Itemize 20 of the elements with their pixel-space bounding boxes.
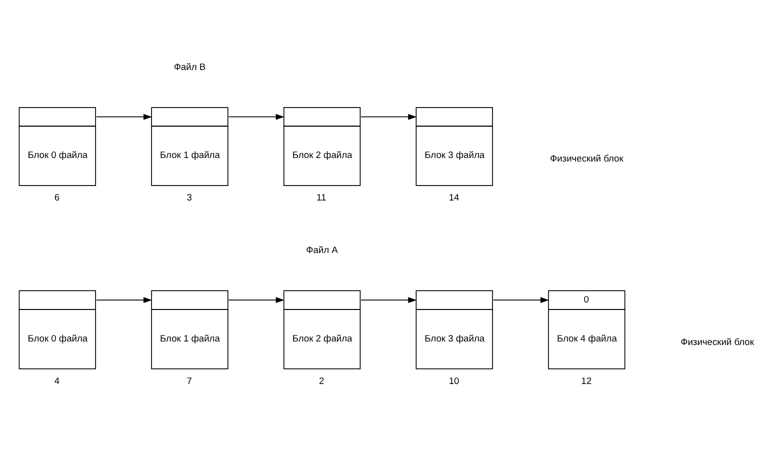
label: Файл B <box>174 62 206 72</box>
arrow <box>228 296 284 303</box>
node-label: 10 <box>448 375 460 386</box>
node-label: 3 <box>186 192 192 202</box>
node-label: 11 <box>316 192 326 202</box>
arrow <box>96 296 152 303</box>
node-label: 6 <box>54 192 60 202</box>
node-label: 4 <box>54 375 60 386</box>
node-label: 14 <box>448 192 460 202</box>
node-label: 12 <box>581 375 592 386</box>
arrow <box>96 113 152 120</box>
arrow <box>360 296 417 303</box>
label: Файл A <box>306 244 338 255</box>
arrow <box>492 296 549 303</box>
node-label: 2 <box>319 375 324 386</box>
arrow <box>228 113 284 120</box>
node-label: 7 <box>186 375 192 386</box>
label: Физический блок <box>550 153 624 164</box>
label: Физический блок <box>680 336 754 346</box>
arrow <box>360 113 417 120</box>
